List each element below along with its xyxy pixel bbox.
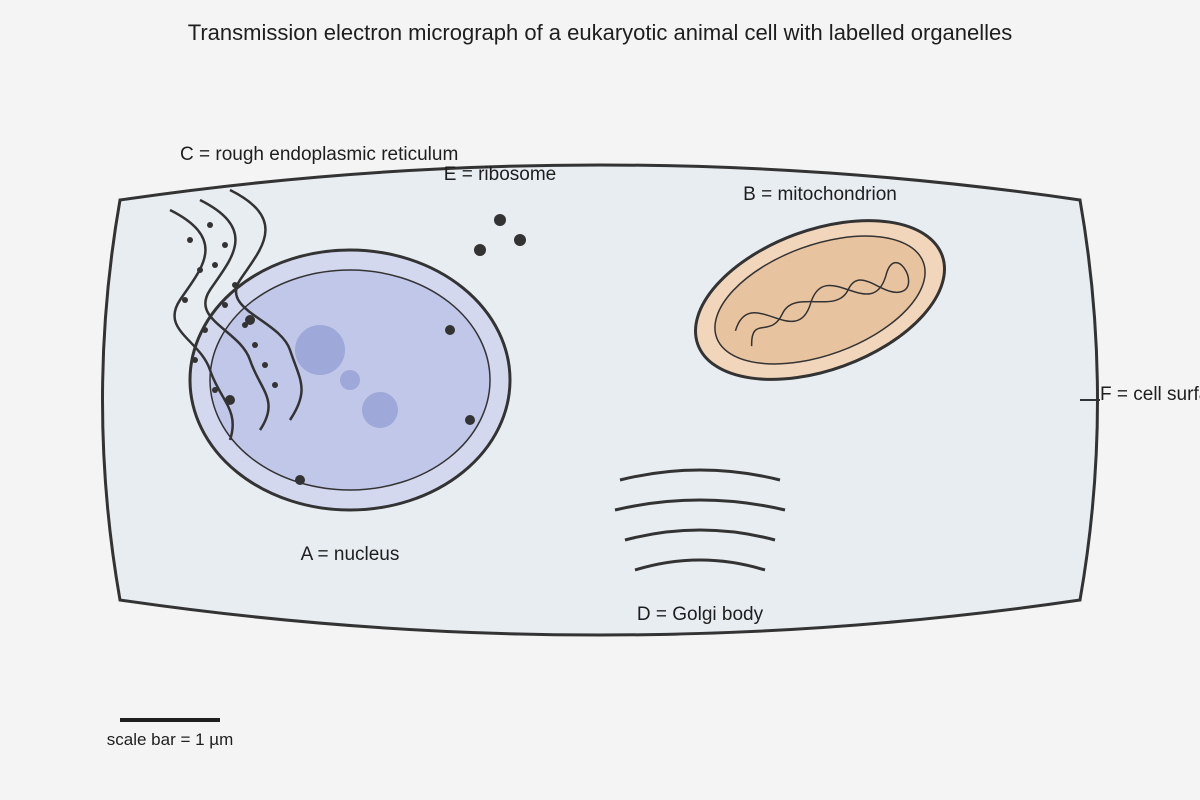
chromatin-dot xyxy=(245,315,255,325)
nucleolus xyxy=(295,325,345,375)
er-membrane xyxy=(169,208,234,441)
nucleolus xyxy=(362,392,398,428)
er-ribosome-dot xyxy=(207,222,213,228)
er-ribosome-dot xyxy=(192,357,198,363)
golgi-cisterna xyxy=(624,528,776,542)
label-nucleus: A = nucleus xyxy=(301,544,400,565)
chromatin-dot xyxy=(445,325,455,335)
er-ribosome-dot xyxy=(187,237,193,243)
er-ribosome-dot xyxy=(232,282,238,288)
er-membrane xyxy=(199,198,270,431)
er-ribosome-dot xyxy=(197,267,203,273)
er-ribosome-dot xyxy=(272,382,278,388)
diagram-title: Transmission electron micrograph of a eu… xyxy=(188,20,1013,45)
er-ribosome-dot xyxy=(212,262,218,268)
nucleolus xyxy=(340,370,360,390)
er-ribosome-dot xyxy=(222,302,228,308)
nucleus xyxy=(188,248,512,512)
er-ribosome-dot xyxy=(252,342,258,348)
ribosome-dot xyxy=(514,234,526,246)
golgi-cisterna xyxy=(634,558,766,572)
mitochondrion xyxy=(694,219,946,381)
er-ribosome-dot xyxy=(222,242,228,248)
golgi-cisterna xyxy=(614,498,786,512)
ribosome-dot xyxy=(474,244,486,256)
label-cell-surface-membrane: F = cell surface membrane xyxy=(1100,384,1200,405)
mitochondrion-inner-membrane xyxy=(714,235,926,365)
golgi-body xyxy=(614,468,786,572)
label-golgi-body: D = Golgi body xyxy=(637,604,764,625)
chromatin-dot xyxy=(295,475,305,485)
er-ribosomes xyxy=(182,222,278,393)
label-rough-er: C = rough endoplasmic reticulum xyxy=(180,144,458,165)
ribosomes xyxy=(474,214,526,256)
label-mitochondrion: B = mitochondrion xyxy=(743,184,897,205)
er-membrane xyxy=(229,188,303,421)
er-ribosome-dot xyxy=(242,322,248,328)
scale-bar-label: scale bar = 1 µm xyxy=(107,730,234,749)
ribosome-dot xyxy=(494,214,506,226)
er-ribosome-dot xyxy=(182,297,188,303)
er-ribosome-dot xyxy=(212,387,218,393)
golgi-cisterna xyxy=(619,468,781,482)
er-ribosome-dot xyxy=(202,327,208,333)
cristae xyxy=(734,261,910,347)
rough-endoplasmic-reticulum xyxy=(169,188,303,441)
label-ribosome: E = ribosome xyxy=(444,164,556,185)
er-ribosome-dot xyxy=(262,362,268,368)
chromatin-dot xyxy=(465,415,475,425)
